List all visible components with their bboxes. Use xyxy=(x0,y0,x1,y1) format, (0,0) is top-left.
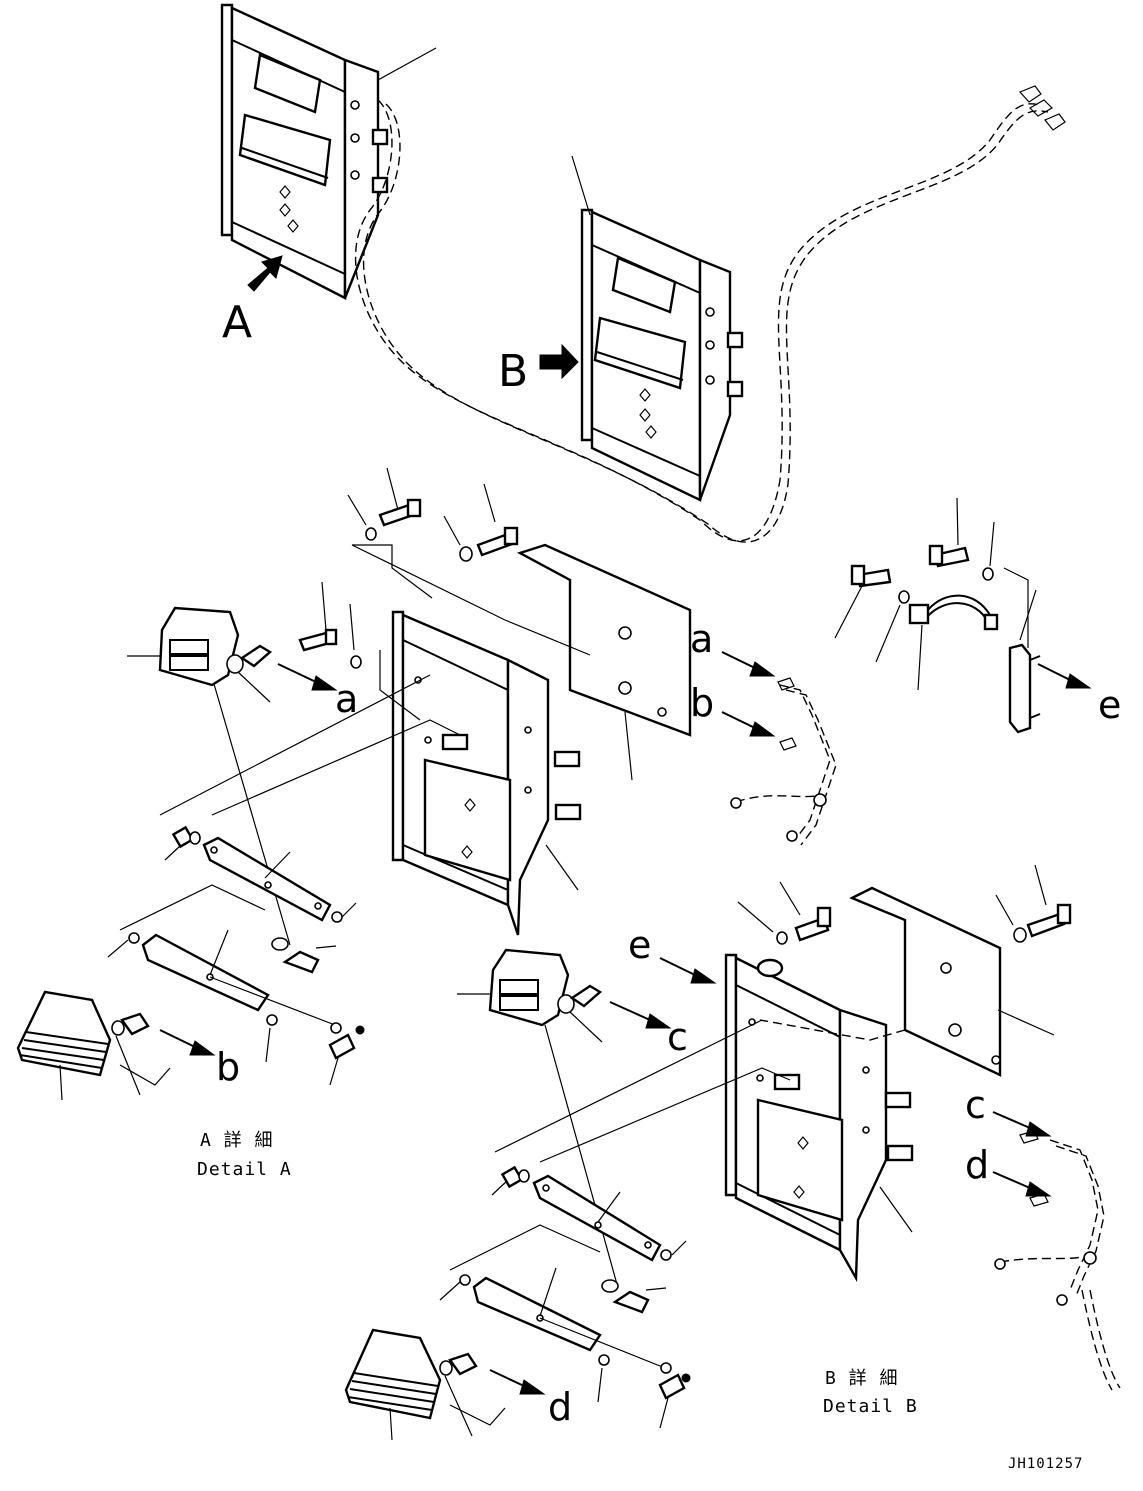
wiring-harness-overview xyxy=(354,85,1066,543)
housing-assembly-left-overview xyxy=(220,3,437,300)
harness-connectors-c-d xyxy=(992,1111,1121,1391)
detail-a-caption-english: Detail A xyxy=(197,1159,292,1180)
view-a-label: A xyxy=(222,297,252,348)
detail-a-exploded-view xyxy=(16,467,692,1101)
connector-e-bracket xyxy=(834,497,1092,734)
detail-a-caption-japanese: A 詳 細 xyxy=(200,1130,274,1151)
connector-a-label-harness: a xyxy=(690,617,713,661)
connector-b-label: b xyxy=(216,1045,240,1089)
connector-e-label: e xyxy=(1098,683,1121,727)
connector-c-label: c xyxy=(667,1015,688,1059)
drawing-code: JH101257 xyxy=(1008,1456,1083,1472)
connector-a-label: a xyxy=(335,677,358,721)
connector-e-label-detail-b: e xyxy=(628,923,651,967)
connector-c-label-harness: c xyxy=(965,1083,986,1127)
detail-b-caption-english: Detail B xyxy=(823,1396,918,1417)
connector-b-label-harness: b xyxy=(690,681,714,725)
detail-b-exploded-view xyxy=(344,864,1072,1441)
view-b-label: B xyxy=(498,346,528,397)
harness-connectors-a-b xyxy=(721,651,837,846)
housing-assembly-right-overview xyxy=(539,155,744,502)
connector-d-label-harness: d xyxy=(965,1143,989,1187)
connector-d-label: d xyxy=(548,1385,572,1429)
detail-b-caption-japanese: B 詳 細 xyxy=(825,1368,899,1389)
